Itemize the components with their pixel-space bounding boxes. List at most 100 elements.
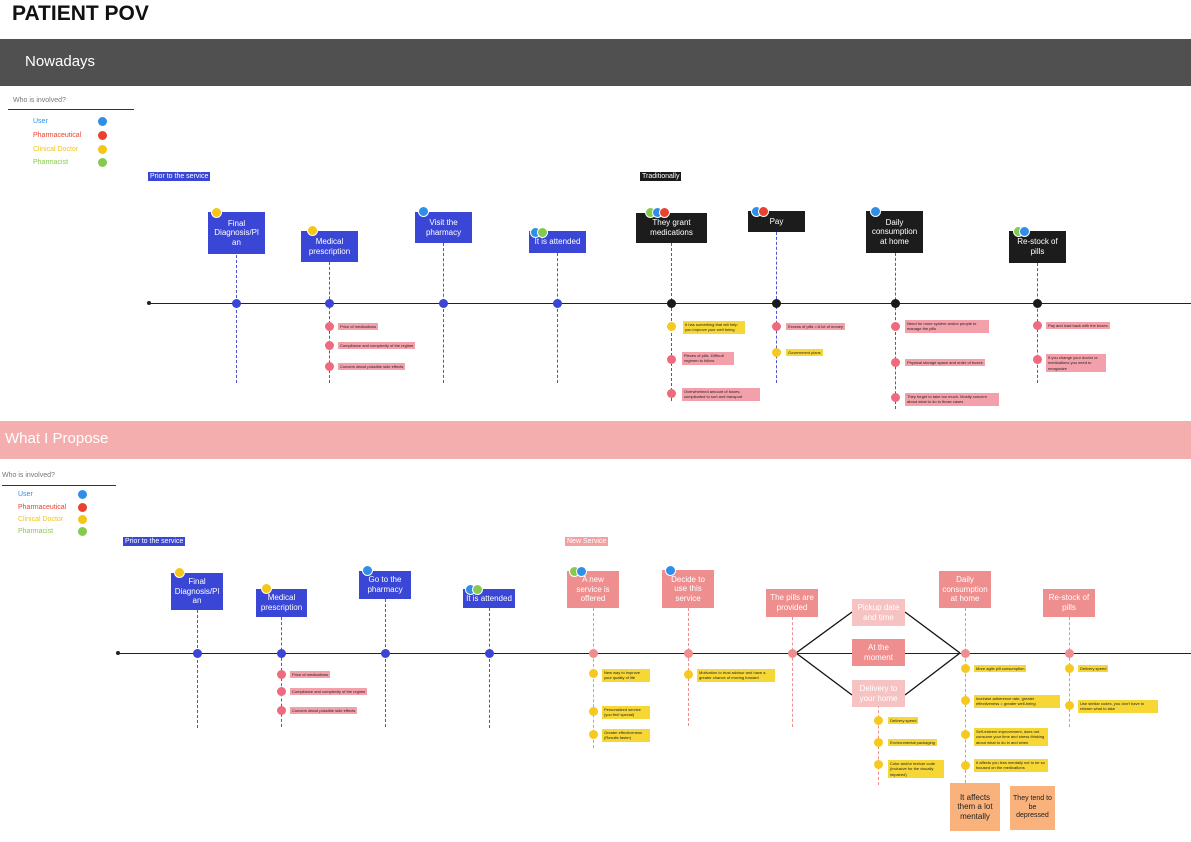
phase-tag-traditionally: Traditionally	[640, 172, 682, 181]
benefit-dot	[874, 760, 883, 769]
step-card-daily-consumption[interactable]: Daily consumption at home	[939, 571, 991, 608]
section-header-propose: What I Propose	[0, 421, 1191, 459]
pain-point-dot	[891, 358, 900, 367]
user-dot-icon	[870, 206, 881, 217]
legend-divider	[8, 109, 134, 110]
pain-note: Pay and load back with the boxes	[1046, 322, 1110, 330]
legend-pharmacist: Pharmacist	[18, 528, 54, 535]
pharmaceutical-dot-icon	[98, 131, 107, 140]
pain-note: If you change your doctor or medications…	[1046, 354, 1106, 373]
benefit-dot	[961, 696, 970, 705]
benefit-note: Increase adherence rate, greater effecti…	[974, 695, 1060, 708]
page-title: PATIENT POV	[12, 2, 149, 25]
timeline-node	[439, 299, 448, 308]
doctor-dot-icon	[211, 207, 222, 218]
legend-user: User	[18, 491, 33, 498]
step-card-final-diagnosis[interactable]: Final Diagnosis/Pl an	[171, 573, 223, 610]
timeline-node	[667, 299, 676, 308]
benefit-note: It affects you less mentally not to be s…	[974, 759, 1048, 772]
legend-title: Who is involved?	[13, 97, 66, 104]
pain-note: Overwhelmed amount of boxes, complicated…	[682, 388, 760, 401]
option-card-pickup-date[interactable]: Pickup date and time	[852, 599, 905, 626]
section-header-nowadays: Nowadays	[0, 39, 1191, 86]
doctor-dot-icon	[98, 145, 107, 154]
timeline-node	[684, 649, 693, 658]
pain-note: Pieces of pills. Difficult regimen to fo…	[682, 352, 734, 365]
benefit-dot	[684, 670, 693, 679]
benefit-note: Self-esteem improvement, does not consum…	[974, 728, 1048, 747]
step-stem	[557, 253, 558, 383]
doctor-dot-icon	[174, 567, 185, 578]
benefit-note: Delivery speed	[888, 717, 919, 725]
benefit-note: Color and/or texture code (inclusive for…	[888, 760, 944, 779]
outcome-card-mental-impact: It affects them a lot mentally	[950, 783, 1000, 831]
pain-note: Concern about possible side effects	[290, 707, 358, 715]
legend-divider	[2, 485, 116, 486]
benefit-dot	[1065, 701, 1074, 710]
step-stem	[593, 608, 594, 748]
user-dot-icon	[576, 566, 587, 577]
option-card-delivery-home[interactable]: Delivery to your home	[852, 680, 905, 707]
legend-pharmaceutical: Pharmaceutical	[33, 132, 82, 139]
benefit-note: Government plans	[786, 349, 823, 357]
step-card-new-service-offered[interactable]: A new service is offered	[567, 571, 619, 608]
pain-point-dot	[1033, 321, 1042, 330]
legend-pharmaceutical: Pharmaceutical	[18, 504, 67, 511]
benefit-dot	[589, 669, 598, 678]
pain-note: Compliance and complexity of the regime	[338, 342, 416, 350]
pain-point-dot	[277, 706, 286, 715]
doctor-dot-icon	[307, 225, 318, 236]
pharmacist-dot-icon	[537, 227, 548, 238]
phase-tag-prior: Prior to the service	[148, 172, 211, 181]
user-dot-icon	[418, 206, 429, 217]
step-card-pills-provided[interactable]: The pills are provided	[766, 589, 818, 617]
step-card-decide-use-service[interactable]: Decide to use this service	[662, 570, 714, 608]
pain-point-dot	[325, 341, 334, 350]
user-dot-icon	[78, 490, 87, 499]
step-card-medical-prescription[interactable]: Medical prescription	[301, 231, 358, 262]
benefit-note: Environmental packaging	[888, 739, 937, 747]
legend-clinical-doctor: Clinical Doctor	[18, 516, 64, 523]
benefit-dot	[874, 716, 883, 725]
pain-point-dot	[277, 670, 286, 679]
doctor-dot-icon	[261, 583, 272, 594]
pharmaceutical-dot-icon	[659, 207, 670, 218]
benefit-note: New way to improve your quality of life	[602, 669, 650, 682]
option-card-at-moment[interactable]: At the moment	[852, 639, 905, 666]
pain-point-dot	[891, 393, 900, 402]
timeline-node	[325, 299, 334, 308]
benefit-dot	[1065, 664, 1074, 673]
legend-clinical-doctor: Clinical Doctor	[33, 146, 79, 153]
pain-note: Price of medications	[290, 671, 331, 679]
step-card-restock[interactable]: Re-stock of pills	[1043, 589, 1095, 617]
step-card-final-diagnosis[interactable]: Final Diagnosis/Pl an	[208, 212, 265, 254]
pain-note: Concern about possible side effects	[338, 363, 406, 371]
pain-point-dot	[891, 322, 900, 331]
pain-point-dot	[772, 322, 781, 331]
timeline-node	[193, 649, 202, 658]
step-card-visit-pharmacy[interactable]: Visit the pharmacy	[415, 212, 472, 243]
benefit-note: Personalized service (you feel special)	[602, 706, 650, 719]
timeline-node	[891, 299, 900, 308]
section-title: What I Propose	[5, 430, 109, 447]
benefit-note: It has something that will help you impr…	[683, 321, 745, 334]
timeline-node	[788, 649, 797, 658]
pain-point-dot	[667, 355, 676, 364]
step-card-daily-consumption[interactable]: Daily consumption at home	[866, 211, 923, 253]
pharmaceutical-dot-icon	[758, 206, 769, 217]
step-stem	[792, 617, 793, 727]
timeline-node	[277, 649, 286, 658]
step-card-grant-medications[interactable]: They grant medications	[636, 213, 707, 243]
legend-title: Who is involved?	[2, 472, 55, 479]
doctor-dot-icon	[78, 515, 87, 524]
axis-start-dot	[147, 301, 151, 305]
timeline-node	[1065, 649, 1074, 658]
benefit-note: Delivery speed	[1078, 665, 1109, 673]
user-dot-icon	[665, 565, 676, 576]
pharmaceutical-dot-icon	[78, 503, 87, 512]
benefit-dot	[961, 664, 970, 673]
pain-point-dot	[667, 389, 676, 398]
pain-note: Price of medications	[338, 323, 379, 331]
pain-point-dot	[1033, 355, 1042, 364]
pharmacist-dot-icon	[78, 527, 87, 536]
